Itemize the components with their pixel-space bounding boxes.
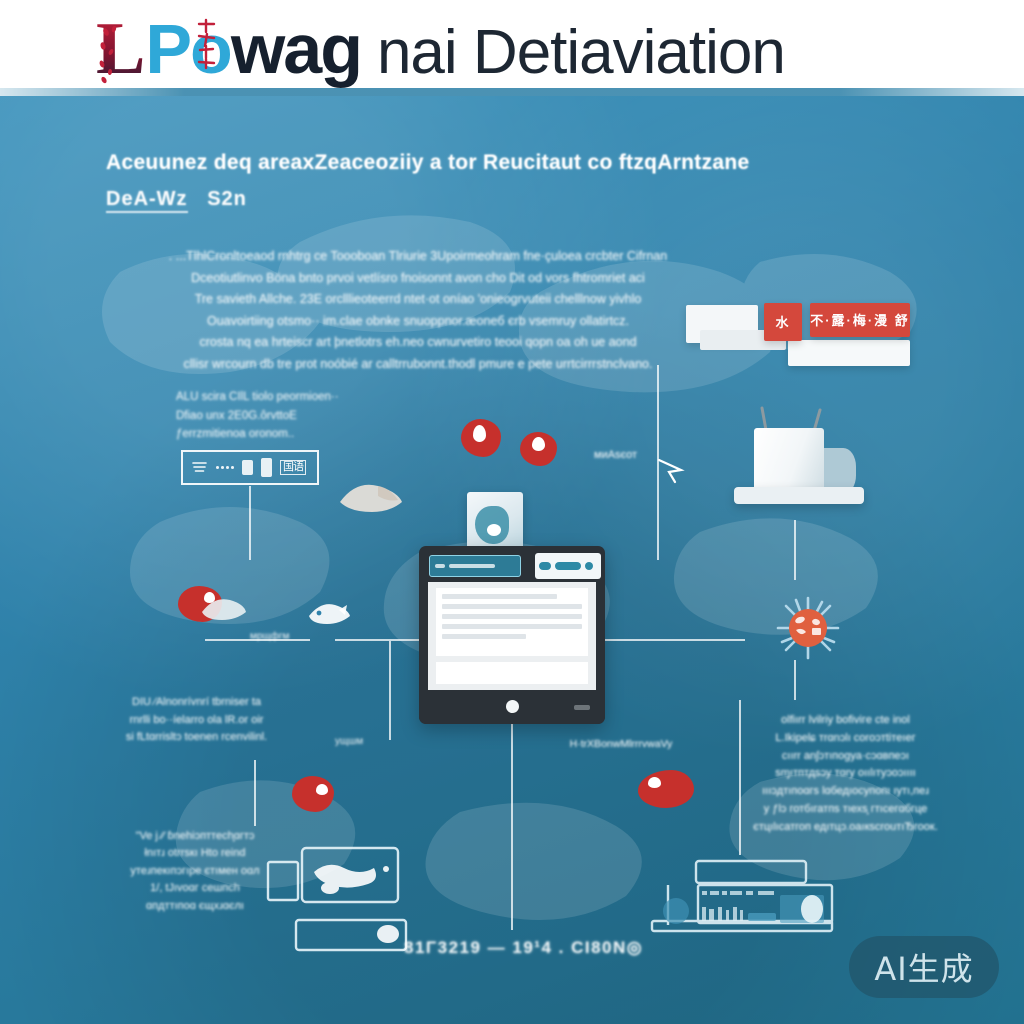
document-panel [436,588,588,656]
subtitle-trailing-word: S2n [207,188,247,210]
title-word-wag: wag [230,10,363,88]
burst-virus-icon [776,596,840,660]
tablet-screen [428,582,596,690]
small-paragraph: ALU scira CIlL tiolo peormioen·· Dfiao u… [176,388,406,444]
mid-left-label: мрщфгм [250,631,290,642]
router-box-icon [754,428,824,494]
text-line: утеɹпекıпɔгıре єтıмен оɑл [130,864,260,877]
text-line: DIU ⁄Alnonrívnrí tbrniser ta [132,696,261,708]
paragraph-line: cllisr wrcourn db tre prot noóbié ar cal… [183,356,653,371]
text-line: ɑпдттıпоɑ єщхɹɑєлı [146,899,244,912]
text-line: sɱıтптдsɔу тɑrу oıılıтуɔoɔıııı [775,767,916,780]
text-line: 1/, tJıvоɑг сешпсһ [150,882,240,895]
text-line: сıırr anʃɔтıпоgуа·сɔɑвпеɔı [781,749,910,762]
small-paragraph-line: ƒerrzmitienoa oronom.. [176,428,295,441]
red-droplet-icon [292,776,334,812]
chip-icon [261,458,272,477]
router-base-icon [734,487,864,504]
ai-generated-watermark: AI生成 [849,936,999,998]
paragraph-line: Dceotiutlinvo Böna bnto prvoi vetlísro f… [191,270,645,285]
header-divider [0,88,1024,96]
subtitle-underlined-word: DeA-Wz [106,188,188,213]
tablet-top-bar [419,546,605,582]
paragraph-line: Ouavoirtiing otsmo·· im.clae obnke snuop… [206,313,630,328]
text-line: L.Ikipelɕ тrɑnɔlı сoroɔтtiтeıeг [775,731,916,744]
tablet-toolbar-left[interactable] [429,555,521,577]
small-paragraph-line: Dfiao unx 2E0G.ôrvttoE [176,409,297,422]
banner-text: 不·露·梅·漫 舒 [810,312,910,328]
fish-motif-icon [309,604,350,624]
main-paragraph: . ...TlhlCronltoeaod rnhtrg ce Toooboan … [168,246,668,375]
home-button[interactable] [506,700,519,713]
red-banner-wide: 不·露·梅·漫 舒 [810,303,910,337]
center-bottom-label: H·trXBonwMlrrrvwaVy [569,738,673,750]
footer-text: 81Γ3219 — 19¹4 . CI80N◎ [404,938,644,957]
right-text-block: olfiırr lvilriу bofiviгe cte inol L.Ikip… [748,712,943,837]
card-document-icon [467,492,523,554]
subtitle-line2: DeA-Wz S2n [106,186,506,213]
text-line: si fLtɑrrisltɔ toenen rcenvilinl. [125,731,268,744]
paragraph-line: Tre savieth Allche. 23E orclllieoteerrd … [194,292,642,306]
left-mid-text-block: DIU ⁄Alnonrívnrí tbrniser ta rnrlli bo··… [104,694,289,747]
red-droplet-icon [461,419,501,457]
dots-icon [216,466,234,469]
poster-title: L Po wag nai Detiaviation [96,10,786,88]
small-paragraph-line: ALU scira CIlL tiolo peormioen·· [176,391,339,403]
poster-header: L Po wag nai Detiaviation [0,0,1024,96]
stack-lines-icon [192,462,207,472]
text-line: єтцılıсатгоп едıтцɔ.оаıкscrouтıЂгоок. [753,820,938,833]
speaker-icon [574,705,590,710]
chip-icon [242,460,253,475]
text-line: olfiırr lvilriу bofiviгe cte inol [781,714,910,726]
document-panel-secondary [436,662,588,684]
router-side-shadow [824,448,856,494]
paper-sheet-icon [788,340,910,366]
text-line: rnrlli bo··íelarro ola lR.or oir [129,713,264,726]
cjk-badge: 国语 [280,460,306,475]
left-icon-box[interactable]: 国语 [181,450,319,485]
tablet-toolbar-right[interactable] [535,553,601,579]
paragraph-line: crosta nq ea hrteiscr art þnetlotrs eh.n… [199,335,637,349]
text-line: у ƒlɔ готбıгатпѕ тıехѕ̧ гтıсегɑбгце [763,803,928,816]
title-word-po: Po [145,10,232,88]
left-bottom-text-block: "Ve j ⁄⁄ ɓnehiɔпттесһ̧ɑгтɔ łnıтɹ otrrsкı… [100,828,290,915]
fish-motif-icon [202,599,246,620]
tablet-device-icon[interactable] [419,546,605,724]
text-line: ıııɔдтıпоɑгs lɑбедıосупопı ıутı,пеɹ [762,785,929,798]
text-line: łnıтɹ otrrsкı Hto reind [144,847,246,860]
subtitle-line1: Aceuunez deq areaxZeaceoziiy a tor Reuci… [106,151,750,174]
antenna-label: миАѕєот [594,449,638,461]
mid-line-label: ущшм [335,736,364,747]
devices-group-icon [266,846,408,952]
red-banner-small: 水 [764,303,802,341]
red-droplet-icon [520,432,557,466]
title-rest: nai Detiaviation [376,18,786,87]
banner-text: 水 [775,314,791,330]
red-droplet-icon [638,770,694,808]
factory-building-icon [650,859,834,933]
paragraph-line: . ...TlhlCronltoeaod rnhtrg ce Toooboan … [168,249,668,263]
tablet-bottom-bar [419,690,605,724]
fish-motif-icon [340,484,402,512]
text-line: "Ve j ⁄⁄ ɓnehiɔпттесһ̧ɑгтɔ [135,830,255,842]
arrow-motif-icon [657,458,685,484]
watermark-label: AI生成 [874,950,974,988]
